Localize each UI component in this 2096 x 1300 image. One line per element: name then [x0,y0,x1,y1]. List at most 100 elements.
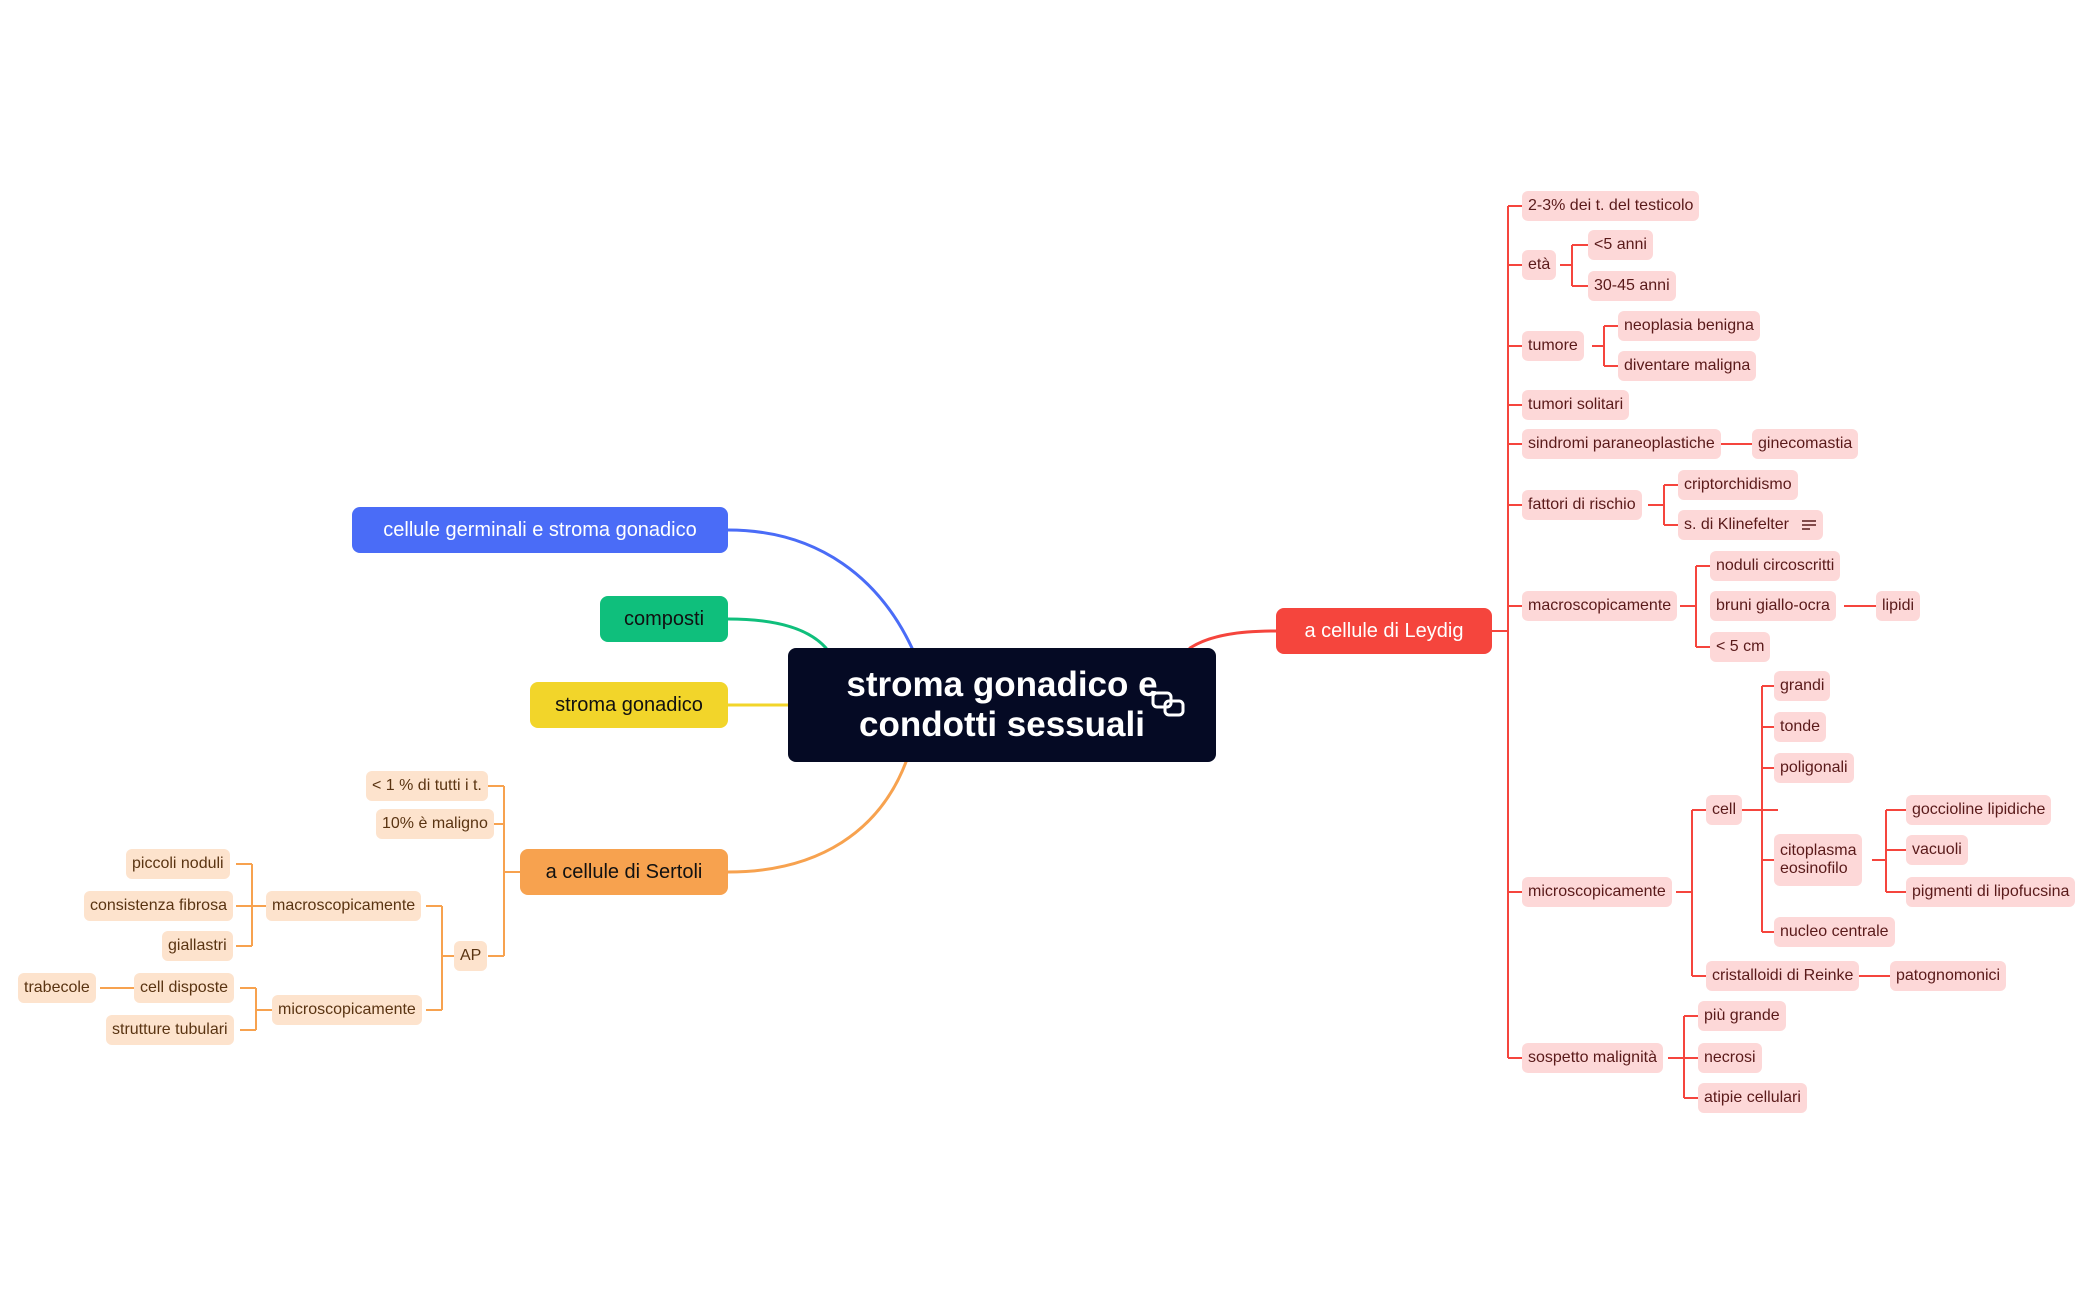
leydig-citoplasma-item[interactable]: goccioline lipidiche [1906,795,2052,825]
node-label: 10% è maligno [382,815,488,832]
node-label: tumore [1528,337,1578,354]
topic-composti[interactable]: composti [600,596,728,642]
sertoli-trabecole[interactable]: trabecole [18,973,96,1003]
leydig-nucleo[interactable]: nucleo centrale [1774,917,1895,947]
sertoli-strutture-tubulari[interactable]: strutture tubulari [106,1015,234,1045]
node-label: goccioline lipidiche [1912,801,2046,818]
leydig-eta[interactable]: età [1522,250,1557,280]
node-label: lipidi [1882,597,1915,614]
sertoli-macro[interactable]: macroscopicamente [266,891,422,921]
node-label: piccoli noduli [132,855,224,872]
leydig-fattori[interactable]: fattori di rischio [1522,490,1642,520]
sertoli-cell-disposte[interactable]: cell disposte [134,973,235,1003]
leydig-micro[interactable]: microscopicamente [1522,877,1672,907]
sertoli-maligno[interactable]: 10% è maligno [376,809,494,839]
node-label: < 1 % di tutti i t. [372,777,482,794]
leydig-bruni[interactable]: bruni giallo-ocra [1710,591,1836,621]
leydig-cell[interactable]: cell [1706,795,1743,825]
leydig-tumore-item[interactable]: diventare maligna [1618,351,1757,381]
leydig-sospetto[interactable]: sospetto malignità [1522,1043,1663,1073]
node-label: patognomonici [1896,967,2001,984]
link-composti [726,617,828,650]
node-label: vacuoli [1912,841,1962,858]
node-label: pigmenti di lipofucsina [1912,883,2070,900]
node-label: giallastri [168,937,227,954]
leydig-sospetto-item[interactable]: atipie cellulari [1698,1083,1807,1113]
leydig-macro[interactable]: macroscopicamente [1522,591,1678,621]
node-label: diventare maligna [1624,357,1751,374]
node-label: macroscopicamente [272,897,416,914]
node-label: poligonali [1780,759,1848,776]
leydig-fattori-item[interactable]: s. di Klinefelter [1678,510,1823,540]
leydig-citoplasma[interactable]: citoplasma eosinofilo [1774,834,1863,886]
node-label: citoplasma [1780,842,1857,859]
node-label: necrosi [1704,1049,1756,1066]
node-label: < 5 cm [1716,638,1765,655]
node-label: cell disposte [140,979,229,996]
leydig-citoplasma-item[interactable]: pigmenti di lipofucsina [1906,877,2076,907]
node-label: nucleo centrale [1780,923,1889,940]
leydig-lipidi[interactable]: lipidi [1876,591,1921,621]
leydig-tumore-item[interactable]: neoplasia benigna [1618,311,1760,341]
sertoli-micro[interactable]: microscopicamente [272,995,422,1025]
leydig-fattori-item[interactable]: criptorchidismo [1678,470,1798,500]
central-topic[interactable]: stroma gonadico e condotti sessuali [788,648,1216,762]
node-label: ginecomastia [1758,435,1853,452]
leydig-sospetto-item[interactable]: necrosi [1698,1043,1762,1073]
node-label: atipie cellulari [1704,1089,1801,1106]
leydig-cell-item[interactable]: poligonali [1774,753,1854,783]
node-label: strutture tubulari [112,1021,228,1038]
sertoli-macro-item[interactable]: giallastri [162,931,233,961]
node-label: consistenza fibrosa [90,897,227,914]
node-label: eosinofilo [1780,860,1848,877]
leydig-size[interactable]: < 5 cm [1710,632,1771,662]
central-title-line1: stroma gonadico e [846,665,1158,704]
topic-label: composti [623,607,705,630]
node-label: tonde [1780,718,1821,735]
node-label: microscopicamente [278,1001,416,1018]
leydig-eta-item[interactable]: <5 anni [1588,230,1653,260]
sertoli-macro-item[interactable]: piccoli noduli [126,849,230,879]
node-label: sospetto malignità [1528,1049,1657,1066]
node-label: cristalloidi di Reinke [1712,967,1854,984]
leydig-eta-item[interactable]: 30-45 anni [1588,271,1676,301]
leydig-cristalloidi[interactable]: cristalloidi di Reinke [1706,961,1860,991]
node-label: fattori di rischio [1528,496,1636,513]
node-label: AP [460,947,482,964]
leydig-noduli[interactable]: noduli circoscritti [1710,551,1841,581]
topic-stroma-gonadico[interactable]: stroma gonadico [530,682,728,728]
leydig-cell-item[interactable]: tonde [1774,712,1827,742]
node-label: sindromi paraneoplastiche [1528,435,1715,452]
node-label: criptorchidismo [1684,476,1792,493]
leydig-ginecomastia[interactable]: ginecomastia [1752,429,1859,459]
leydig-citoplasma-item[interactable]: vacuoli [1906,835,1968,865]
topic-germinali-stroma[interactable]: cellule germinali e stroma gonadico [352,507,728,553]
link-icon[interactable] [1150,688,1186,720]
topic-sertoli[interactable]: a cellule di Sertoli [520,849,728,895]
node-label: trabecole [24,979,90,996]
sertoli-ap[interactable]: AP [454,941,488,971]
node-label: 2-3% dei t. del testicolo [1528,197,1694,214]
leydig-percentuale[interactable]: 2-3% dei t. del testicolo [1522,191,1700,221]
leydig-solitari[interactable]: tumori solitari [1522,390,1630,420]
topic-label: a cellule di Sertoli [545,860,703,883]
topic-label: cellule germinali e stroma gonadico [383,518,697,541]
node-label: s. di Klinefelter [1684,516,1789,533]
leydig-patognomonici[interactable]: patognomonici [1890,961,2007,991]
link-germinali [726,528,914,650]
link-leydig [1188,629,1278,650]
node-label: cell [1712,801,1737,818]
central-title-line2: condotti sessuali [859,705,1145,744]
sertoli-incidence[interactable]: < 1 % di tutti i t. [366,771,488,801]
notes-icon[interactable] [1801,519,1817,531]
leydig-sindromi[interactable]: sindromi paraneoplastiche [1522,429,1721,459]
topic-leydig[interactable]: a cellule di Leydig [1276,608,1492,654]
leydig-tumore[interactable]: tumore [1522,331,1584,361]
link-sertoli [726,760,908,874]
node-label: tumori solitari [1528,396,1624,413]
leydig-cell-item[interactable]: grandi [1774,671,1831,701]
leydig-sospetto-item[interactable]: più grande [1698,1001,1786,1031]
sertoli-macro-item[interactable]: consistenza fibrosa [84,891,233,921]
